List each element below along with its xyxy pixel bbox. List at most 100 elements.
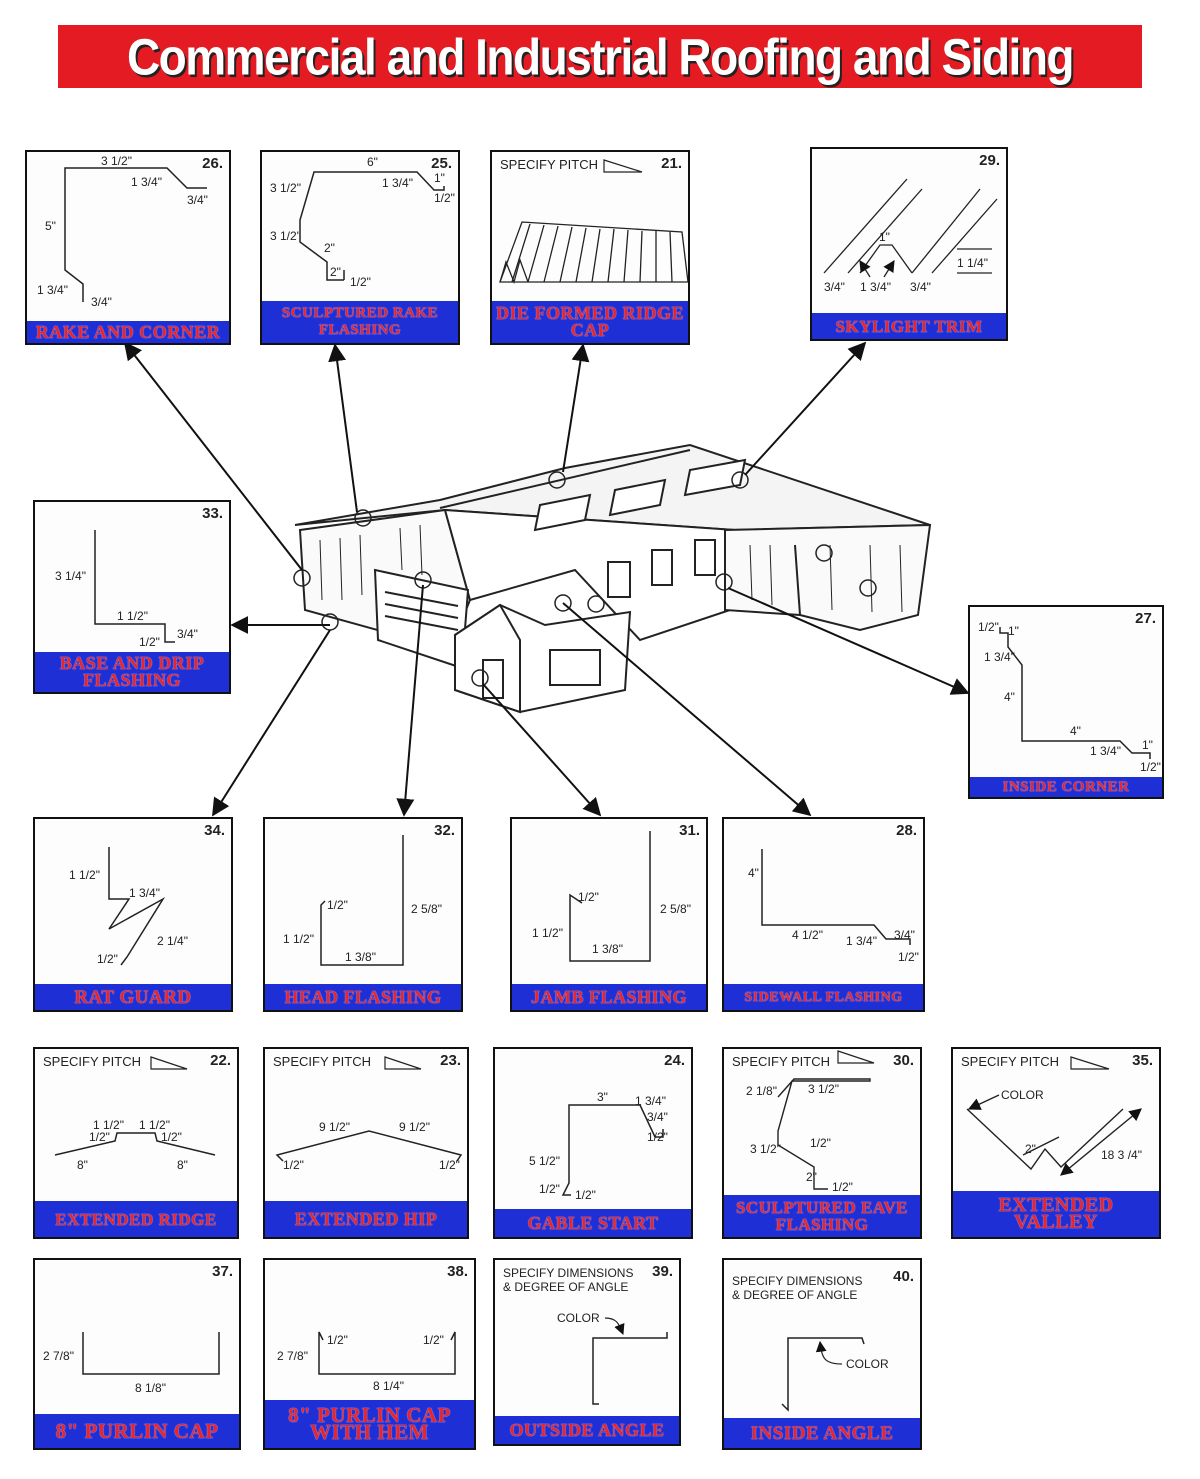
panel-outside-angle: SPECIFY DIMENSIONS & DEGREE OF ANGLE 39.…: [493, 1258, 681, 1446]
pitch-note: SPECIFY PITCH: [732, 1054, 831, 1069]
dim-label: 3 1/2": [750, 1142, 781, 1156]
dim-label: 1/2": [327, 898, 348, 912]
panel-inside-corner: 27. 1/2" 1" 1 3/4" 4" 4" 1 3/4" 1" 1/2" …: [968, 605, 1164, 799]
panel-sculptured-eave-flashing: SPECIFY PITCH 30. 2 1/8" 3 1/2" 1/2" 3 1…: [722, 1047, 922, 1239]
dim-label: 3/4": [91, 295, 112, 309]
profile-drawing: COLOR: [781, 1337, 889, 1412]
panel-inside-angle: SPECIFY DIMENSIONS & DEGREE OF ANGLE 40.…: [722, 1258, 922, 1450]
panel-number: 24.: [664, 1052, 685, 1069]
dim-label: 1/2": [647, 1130, 668, 1144]
dim-label: 2": [806, 1170, 817, 1184]
profile-drawing: 3 1/4" 1 1/2" 1/2" 3/4": [55, 530, 198, 649]
dim-label: 3/4": [824, 280, 845, 294]
dim-label: 5 1/2": [529, 1154, 560, 1168]
panel-rake-and-corner: 26. 3 1/2" 1 3/4" 3/4" 5" 1 3/4" 3/4" RA…: [25, 150, 231, 345]
dim-label: 4": [748, 866, 759, 880]
dim-label: 9 1/2": [399, 1120, 430, 1134]
panel-number: 30.: [893, 1052, 914, 1069]
panel-caption: SIDEWALL FLASHING: [724, 984, 923, 1010]
dim-label: 1 1/2": [532, 926, 563, 940]
dim-label: 1/2": [161, 1130, 182, 1144]
panel-skylight-trim: 29. 1" 1 1/4" 3/4" 1 3/4" 3/4" SKYLIGHT …: [810, 147, 1008, 341]
panel-caption: RAT GUARD: [35, 984, 231, 1010]
dim-label: 1 3/4": [382, 176, 413, 190]
profile-drawing: 1" 1 1/4" 3/4" 1 3/4" 3/4": [823, 178, 998, 294]
dim-label: 9 1/2": [319, 1120, 350, 1134]
dim-label: 1/2": [327, 1333, 348, 1347]
pitch-note: SPECIFY PITCH: [273, 1054, 372, 1069]
dim-label: 1 1/2": [283, 932, 314, 946]
dim-label: 1/2": [898, 950, 919, 964]
dim-label: 1 3/4": [984, 650, 1015, 664]
dim-label: 1/2": [539, 1182, 560, 1196]
dim-label: 1": [1008, 624, 1019, 638]
dim-label: 1 1/2": [69, 868, 100, 882]
profile-drawing: [499, 159, 688, 285]
dim-label: 3/4": [647, 1110, 668, 1124]
pitch-note: SPECIFY PITCH: [500, 157, 599, 172]
panel-8-purlin-cap: 37. 2 7/8" 8 1/8" 8" PURLIN CAP: [33, 1258, 241, 1450]
panel-number: 34.: [204, 822, 225, 839]
dim-label: 1 1/4": [957, 256, 988, 270]
dim-label: 2": [330, 265, 341, 279]
leader-arrows: [123, 341, 970, 817]
panel-head-flashing: 32. 1/2" 2 5/8" 1 1/2" 1 3/8" HEAD FLASH…: [263, 817, 463, 1012]
panel-number: 27.: [1135, 610, 1156, 627]
dim-label: 1/2": [978, 620, 999, 634]
panel-extended-hip: SPECIFY PITCH 23. 9 1/2" 9 1/2" 1/2" 1/2…: [263, 1047, 469, 1239]
panel-number: 26.: [202, 155, 223, 172]
profile-drawing: 1/2" 1" 1 3/4" 4" 4" 1 3/4" 1" 1/2": [978, 620, 1161, 774]
panel-die-formed-ridge-cap: SPECIFY PITCH 21. DIE FORMED RIDGE CAP: [490, 150, 690, 345]
dim-label: 3/4": [910, 280, 931, 294]
color-label: COLOR: [557, 1311, 600, 1325]
dim-label: 8 1/8": [135, 1381, 166, 1395]
panel-number: 39.: [652, 1263, 673, 1280]
dim-label: 3 1/2": [808, 1082, 839, 1096]
pitch-note: SPECIFY PITCH: [43, 1054, 142, 1069]
panel-gable-start: 24. 3" 1 3/4" 3/4" 1/2" 5 1/2" 1/2" 1/2"…: [493, 1047, 693, 1239]
dim-label: 1 3/4": [37, 283, 68, 297]
panel-caption: EXTENDED RIDGE: [35, 1201, 237, 1237]
dim-label: 2": [324, 241, 335, 255]
dim-label: 3 1/2": [270, 229, 301, 243]
dim-label: 2 5/8": [660, 902, 691, 916]
panel-caption: EXTENDED VALLEY: [953, 1191, 1159, 1237]
dim-label: 3 1/2": [101, 154, 132, 168]
dim-label: 1": [879, 230, 890, 244]
dim-label: 2 1/8": [746, 1084, 777, 1098]
panel-number: 28.: [896, 822, 917, 839]
panel-jamb-flashing: 31. 1/2" 2 5/8" 1 1/2" 1 3/8" JAMB FLASH…: [510, 817, 708, 1012]
spec-note: SPECIFY DIMENSIONS & DEGREE OF ANGLE: [503, 1266, 634, 1294]
panel-sidewall-flashing: 28. 4" 4 1/2" 1 3/4" 3/4" 1/2" SIDEWALL …: [722, 817, 925, 1012]
dim-label: 4 1/2": [792, 928, 823, 942]
dim-label: 1 3/4": [846, 934, 877, 948]
dim-label: 3/4": [177, 627, 198, 641]
panel-caption: 8" PURLIN CAP: [35, 1414, 239, 1448]
dim-label: 1/2": [832, 1180, 853, 1194]
dim-label: 1 1/2": [93, 1118, 124, 1132]
dim-label: 6": [367, 155, 378, 169]
panel-caption: RAKE AND CORNER: [27, 321, 229, 343]
profile-drawing: 4" 4 1/2" 1 3/4" 3/4" 1/2": [748, 849, 919, 964]
dim-label: 2 5/8": [411, 902, 442, 916]
panel-number: 37.: [212, 1263, 233, 1280]
panel-extended-valley: SPECIFY PITCH 35. COLOR 2" 18 3 /4" EXTE…: [951, 1047, 1161, 1239]
panel-rat-guard: 34. 1 1/2" 1 3/4" 2 1/4" 1/2" RAT GUARD: [33, 817, 233, 1012]
panel-number: 22.: [210, 1052, 231, 1069]
panel-caption: INSIDE CORNER: [970, 777, 1162, 797]
profile-drawing: COLOR 2" 18 3 /4": [966, 1056, 1142, 1176]
dim-label: 3 1/4": [55, 569, 86, 583]
color-label: COLOR: [1001, 1088, 1044, 1102]
panel-number: 40.: [893, 1268, 914, 1285]
profile-drawing: 1/2" 1/2" 2 7/8" 8 1/4": [277, 1331, 456, 1393]
panel-caption: DIE FORMED RIDGE CAP: [492, 301, 688, 343]
panel-caption: 8" PURLIN CAP WITH HEM: [265, 1400, 474, 1448]
dim-label: 1 3/8": [592, 942, 623, 956]
panel-caption: HEAD FLASHING: [265, 984, 461, 1010]
dim-label: 3": [597, 1090, 608, 1104]
dim-label: 3/4": [187, 193, 208, 207]
panel-caption: INSIDE ANGLE: [724, 1418, 920, 1448]
profile-drawing: 1/2" 2 5/8" 1 1/2" 1 3/8": [283, 835, 442, 966]
dim-label: 1 1/2": [139, 1118, 170, 1132]
